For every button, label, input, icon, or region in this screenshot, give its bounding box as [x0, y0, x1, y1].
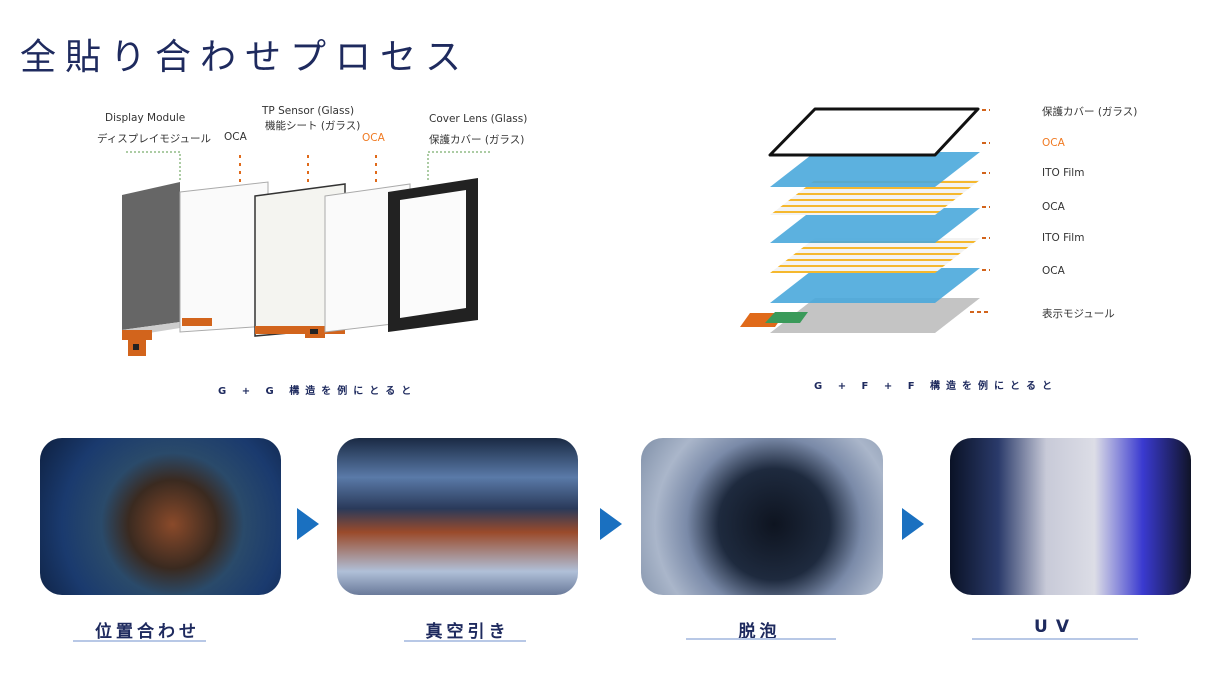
- vacuum-photo: [337, 438, 578, 595]
- step-label-alignment: 位置合わせ: [95, 622, 200, 642]
- cover-lens-jp-label: 保護カバー (ガラス): [429, 134, 525, 146]
- uv-photo: [950, 438, 1191, 595]
- gff-layer-illustration: [740, 107, 990, 333]
- gff-diagram: 保護カバー (ガラス) OCA ITO Film OCA ITO Film OC…: [730, 95, 1190, 395]
- gff-layer-label: ITO Film: [1042, 232, 1085, 244]
- arrow-right-icon: [902, 508, 924, 540]
- step-underline: [404, 640, 526, 642]
- gg-caption: G + G 構造を例にとると: [218, 386, 418, 397]
- step-underline: [686, 638, 836, 640]
- gff-layer-label: ITO Film: [1042, 167, 1085, 179]
- gff-layer-label: 表示モジュール: [1042, 308, 1115, 320]
- step-label-uv: UV: [1034, 617, 1077, 637]
- defoaming-photo: [641, 438, 883, 595]
- display-module-en-label: Display Module: [105, 112, 186, 124]
- step-label-vacuum: 真空引き: [425, 622, 510, 642]
- step-underline: [972, 638, 1138, 640]
- display-module-jp-label: ディスプレイモジュール: [97, 133, 212, 145]
- step-underline: [73, 640, 206, 642]
- arrow-right-icon: [600, 508, 622, 540]
- cover-lens-en-label: Cover Lens (Glass): [429, 113, 528, 125]
- step-label-defoaming: 脱泡: [738, 622, 781, 642]
- gg-diagram: Display Module ディスプレイモジュール OCA TP Sensor…: [90, 100, 550, 400]
- alignment-photo: [40, 438, 281, 595]
- gff-layer-label: OCA: [1042, 265, 1065, 277]
- gff-layer-label: 保護カバー (ガラス): [1042, 106, 1138, 118]
- oca-2-label: OCA: [362, 132, 385, 144]
- gff-layer-label: OCA: [1042, 137, 1065, 149]
- gg-layer-illustration: [122, 151, 490, 356]
- oca-1-label: OCA: [224, 131, 247, 143]
- gff-caption: G + F + F 構造を例にとると: [814, 381, 1059, 392]
- tp-sensor-en-label: TP Sensor (Glass): [262, 105, 355, 117]
- gff-layer-label: OCA: [1042, 201, 1065, 213]
- tp-sensor-jp-label: 機能シート (ガラス): [265, 120, 361, 132]
- page-title: 全貼り合わせプロセス: [20, 37, 471, 78]
- arrow-right-icon: [297, 508, 319, 540]
